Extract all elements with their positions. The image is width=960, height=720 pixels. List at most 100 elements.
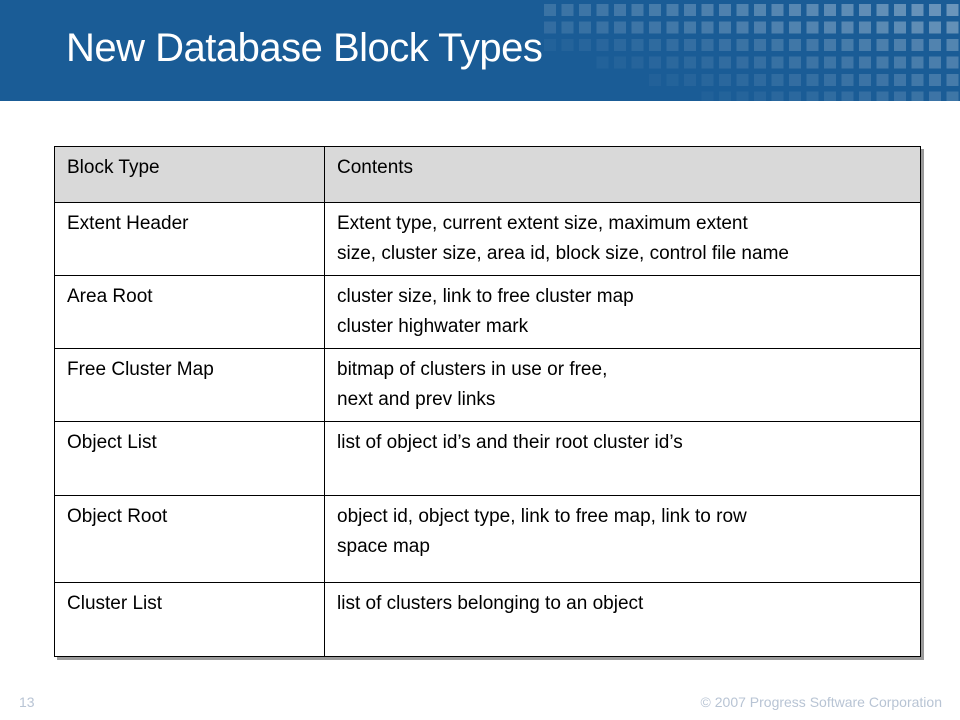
column-header-contents: Contents — [324, 146, 921, 203]
grid-square — [736, 39, 749, 51]
grid-square — [771, 91, 784, 101]
grid-square — [701, 56, 714, 69]
grid-square — [806, 4, 819, 16]
grid-square — [771, 74, 784, 86]
grid-square — [876, 74, 889, 86]
grid-square — [929, 4, 941, 16]
grid-square — [806, 91, 819, 101]
table-row: Extent Header Extent type, current exten… — [54, 202, 921, 276]
contents-line: next and prev links — [337, 389, 496, 410]
block-type-cell: Cluster List — [54, 582, 325, 657]
block-type-cell: Object Root — [54, 495, 325, 583]
contents-line: list of object id’s and their root clust… — [337, 432, 683, 453]
grid-square — [754, 91, 766, 101]
grid-square — [649, 21, 661, 34]
contents-line: cluster size, link to free cluster map — [337, 286, 634, 307]
slide-header-bar: New Database Block Types — [0, 0, 960, 101]
grid-square — [614, 21, 626, 34]
table-row: Object Root object id, object type, link… — [54, 495, 921, 583]
grid-square — [719, 91, 731, 101]
grid-square — [806, 39, 819, 51]
grid-square — [666, 4, 679, 16]
contents-line: list of clusters belonging to an object — [337, 593, 644, 614]
grid-square — [841, 39, 854, 51]
grid-square — [561, 39, 574, 51]
contents-line: cluster highwater mark — [337, 316, 529, 337]
grid-square — [719, 21, 731, 34]
grid-square — [701, 74, 714, 86]
grid-square — [841, 21, 854, 34]
grid-square — [614, 39, 626, 51]
grid-square — [719, 74, 731, 86]
grid-square — [824, 56, 836, 69]
contents-cell: list of clusters belonging to an object — [324, 582, 921, 657]
grid-square — [894, 4, 906, 16]
grid-square — [544, 39, 556, 51]
contents-cell: bitmap of clusters in use or free, next … — [324, 348, 921, 422]
grid-square — [841, 91, 854, 101]
contents-line: object id, object type, link to free map… — [337, 506, 747, 527]
grid-square — [649, 56, 661, 69]
grid-square — [789, 91, 801, 101]
contents-line: bitmap of clusters in use or free, — [337, 359, 608, 380]
grid-square — [702, 92, 714, 102]
grid-square — [911, 21, 924, 34]
grid-square — [736, 74, 749, 86]
grid-square — [859, 39, 871, 51]
grid-square — [736, 56, 749, 69]
grid-square — [631, 4, 644, 16]
grid-square — [929, 56, 941, 69]
grid-square — [859, 91, 871, 101]
grid-square — [841, 56, 854, 69]
contents-cell: Extent type, current extent size, maximu… — [324, 202, 921, 276]
grid-square — [596, 21, 609, 34]
grid-square — [946, 21, 959, 34]
grid-square — [596, 56, 609, 69]
grid-square — [824, 91, 836, 101]
grid-square — [666, 74, 679, 86]
grid-square — [719, 56, 731, 69]
grid-square — [771, 21, 784, 34]
grid-square — [859, 56, 871, 69]
grid-square — [649, 4, 661, 16]
grid-square — [859, 74, 871, 86]
grid-square — [771, 4, 784, 16]
grid-square — [929, 74, 941, 86]
grid-square — [876, 21, 889, 34]
table-row: Area Root cluster size, link to free clu… — [54, 275, 921, 349]
grid-square — [911, 39, 924, 51]
grid-square — [946, 39, 959, 51]
grid-square — [894, 39, 906, 51]
grid-square — [579, 21, 591, 34]
grid-square — [771, 56, 784, 69]
grid-square — [789, 74, 801, 86]
grid-square — [701, 21, 714, 34]
grid-square — [806, 21, 819, 34]
grid-square — [911, 4, 924, 16]
grid-square — [701, 39, 714, 51]
column-header-block-type: Block Type — [54, 146, 325, 203]
block-type-cell: Object List — [54, 421, 325, 496]
contents-cell: list of object id’s and their root clust… — [324, 421, 921, 496]
grid-square — [789, 4, 801, 16]
grid-square — [911, 74, 924, 86]
grid-square — [719, 4, 731, 16]
grid-square — [649, 74, 661, 86]
grid-square — [684, 56, 696, 69]
table-row: Free Cluster Map bitmap of clusters in u… — [54, 348, 921, 422]
grid-square — [894, 21, 906, 34]
grid-square — [561, 4, 574, 16]
grid-square — [579, 4, 591, 16]
grid-square — [596, 39, 609, 51]
grid-square — [946, 74, 959, 86]
grid-square — [946, 91, 959, 101]
grid-square — [631, 21, 644, 34]
block-type-cell: Free Cluster Map — [54, 348, 325, 422]
grid-square — [824, 74, 836, 86]
contents-line: space map — [337, 536, 430, 557]
grid-square — [754, 4, 766, 16]
grid-square — [631, 39, 644, 51]
grid-square — [789, 39, 801, 51]
grid-square — [789, 56, 801, 69]
grid-square — [614, 4, 626, 16]
